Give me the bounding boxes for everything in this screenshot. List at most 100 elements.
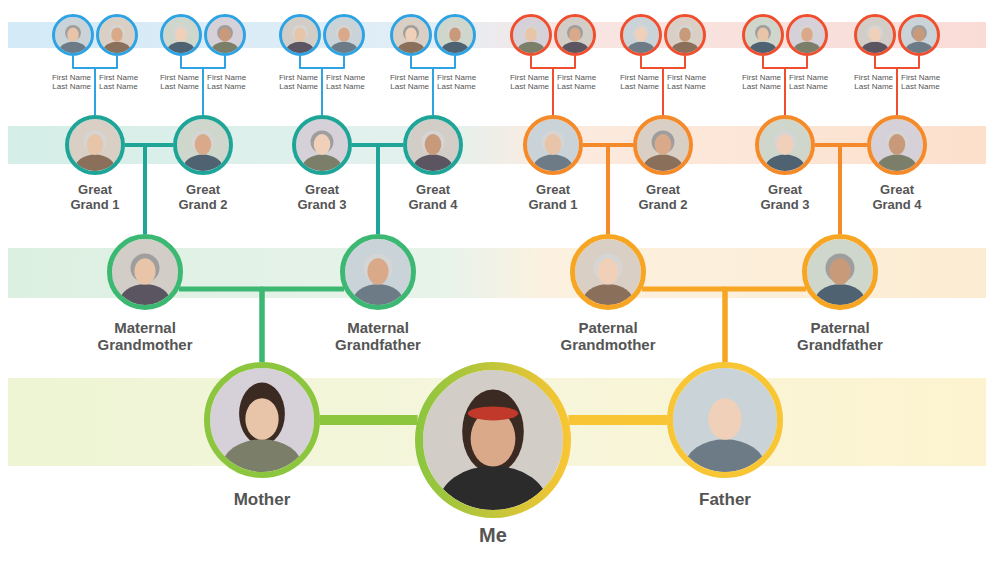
portrait-frame <box>633 115 693 175</box>
face <box>87 134 104 155</box>
name-label: First Name Last Name <box>155 73 199 91</box>
person-name: Maternal Grandmother <box>86 319 204 354</box>
face <box>757 27 769 41</box>
face <box>525 27 537 41</box>
person-name: Great Grand 4 <box>400 183 466 213</box>
ancestor-photo: First Name Last Name <box>742 14 784 56</box>
portrait-ring <box>110 237 181 308</box>
person-name: First Name Last Name <box>99 73 143 91</box>
person-name: First Name Last Name <box>849 73 893 91</box>
name-label: First Name Last Name <box>207 73 251 91</box>
person-name: Me <box>433 524 553 547</box>
name-label: First Name Last Name <box>737 73 781 91</box>
face <box>405 27 417 41</box>
face <box>219 27 231 41</box>
family-link <box>262 289 344 362</box>
ancestor-photo: First Name Last Name <box>323 14 365 56</box>
name-label: Great Grand 4 <box>400 183 466 213</box>
person-name: Great Grand 2 <box>170 183 236 213</box>
face <box>367 258 388 284</box>
parent-photo: Mother <box>204 362 320 478</box>
great-grandparent-photo: Great Grand 4 <box>403 115 463 175</box>
portrait-ring <box>343 237 414 308</box>
portrait-frame <box>742 14 784 56</box>
portrait-ring <box>556 16 595 55</box>
name-label: Great Grand 3 <box>752 183 818 213</box>
portrait-frame <box>570 234 646 310</box>
portrait-ring <box>98 16 137 55</box>
person-name: Great Grand 4 <box>864 183 930 213</box>
row-band <box>8 22 986 48</box>
grandparent-photo: Maternal Grandmother <box>107 234 183 310</box>
family-link <box>840 145 867 234</box>
name-label: Great Grand 2 <box>170 183 236 213</box>
portrait-ring <box>635 117 691 173</box>
person-name: Paternal Grandmother <box>549 319 667 354</box>
person-name: First Name Last Name <box>274 73 318 91</box>
face <box>134 258 155 284</box>
face <box>829 258 850 284</box>
person-name: First Name Last Name <box>789 73 833 91</box>
ancestor-photo: First Name Last Name <box>52 14 94 56</box>
family-link <box>608 145 633 234</box>
grandparent-photo: Paternal Grandmother <box>570 234 646 310</box>
person-name: First Name Last Name <box>615 73 659 91</box>
name-label: First Name Last Name <box>505 73 549 91</box>
family-link <box>352 145 378 234</box>
face <box>913 27 925 41</box>
portrait-ring <box>67 117 123 173</box>
face <box>655 134 672 155</box>
portrait-frame <box>434 14 476 56</box>
hair <box>239 383 285 445</box>
portrait-frame <box>96 14 138 56</box>
portrait-frame <box>323 14 365 56</box>
portrait-ring <box>900 16 939 55</box>
ancestor-photo: First Name Last Name <box>898 14 940 56</box>
ancestor-photo: First Name Last Name <box>96 14 138 56</box>
portrait-frame <box>667 362 783 478</box>
name-label: First Name Last Name <box>789 73 833 91</box>
portrait-ring <box>281 16 320 55</box>
great-grandparent-photo: Great Grand 1 <box>65 115 125 175</box>
portrait-ring <box>525 117 581 173</box>
grandparent-photo: Maternal Grandfather <box>340 234 416 310</box>
face <box>869 27 881 41</box>
bandana <box>468 406 518 420</box>
portrait-frame <box>340 234 416 310</box>
portrait-frame <box>403 115 463 175</box>
portrait-ring <box>392 16 431 55</box>
face <box>314 134 331 155</box>
face <box>635 27 647 41</box>
ancestor-photo: First Name Last Name <box>510 14 552 56</box>
face <box>175 27 187 41</box>
person-name: Great Grand 2 <box>630 183 696 213</box>
portrait-frame <box>523 115 583 175</box>
name-label: Great Grand 4 <box>864 183 930 213</box>
portrait-ring <box>206 16 245 55</box>
name-label: Maternal Grandfather <box>319 319 437 354</box>
name-label: Mother <box>202 490 322 510</box>
person-name: Mother <box>202 490 322 510</box>
portrait-frame <box>867 115 927 175</box>
person-name: First Name Last Name <box>207 73 251 91</box>
face <box>597 258 618 284</box>
name-label: First Name Last Name <box>437 73 481 91</box>
portrait-ring <box>54 16 93 55</box>
person-name: Great Grand 3 <box>289 183 355 213</box>
name-label: Paternal Grandmother <box>549 319 667 354</box>
face <box>111 27 123 41</box>
face <box>338 27 350 41</box>
name-label: First Name Last Name <box>849 73 893 91</box>
portrait-ring <box>162 16 201 55</box>
face <box>294 27 306 41</box>
person-name: Paternal Grandfather <box>781 319 899 354</box>
portrait-frame <box>898 14 940 56</box>
portrait-frame <box>204 14 246 56</box>
name-label: First Name Last Name <box>99 73 143 91</box>
face <box>449 27 461 41</box>
face <box>679 27 691 41</box>
family-link <box>378 145 403 234</box>
person-name: First Name Last Name <box>667 73 711 91</box>
family-link <box>145 145 173 234</box>
name-label: Great Grand 3 <box>289 183 355 213</box>
